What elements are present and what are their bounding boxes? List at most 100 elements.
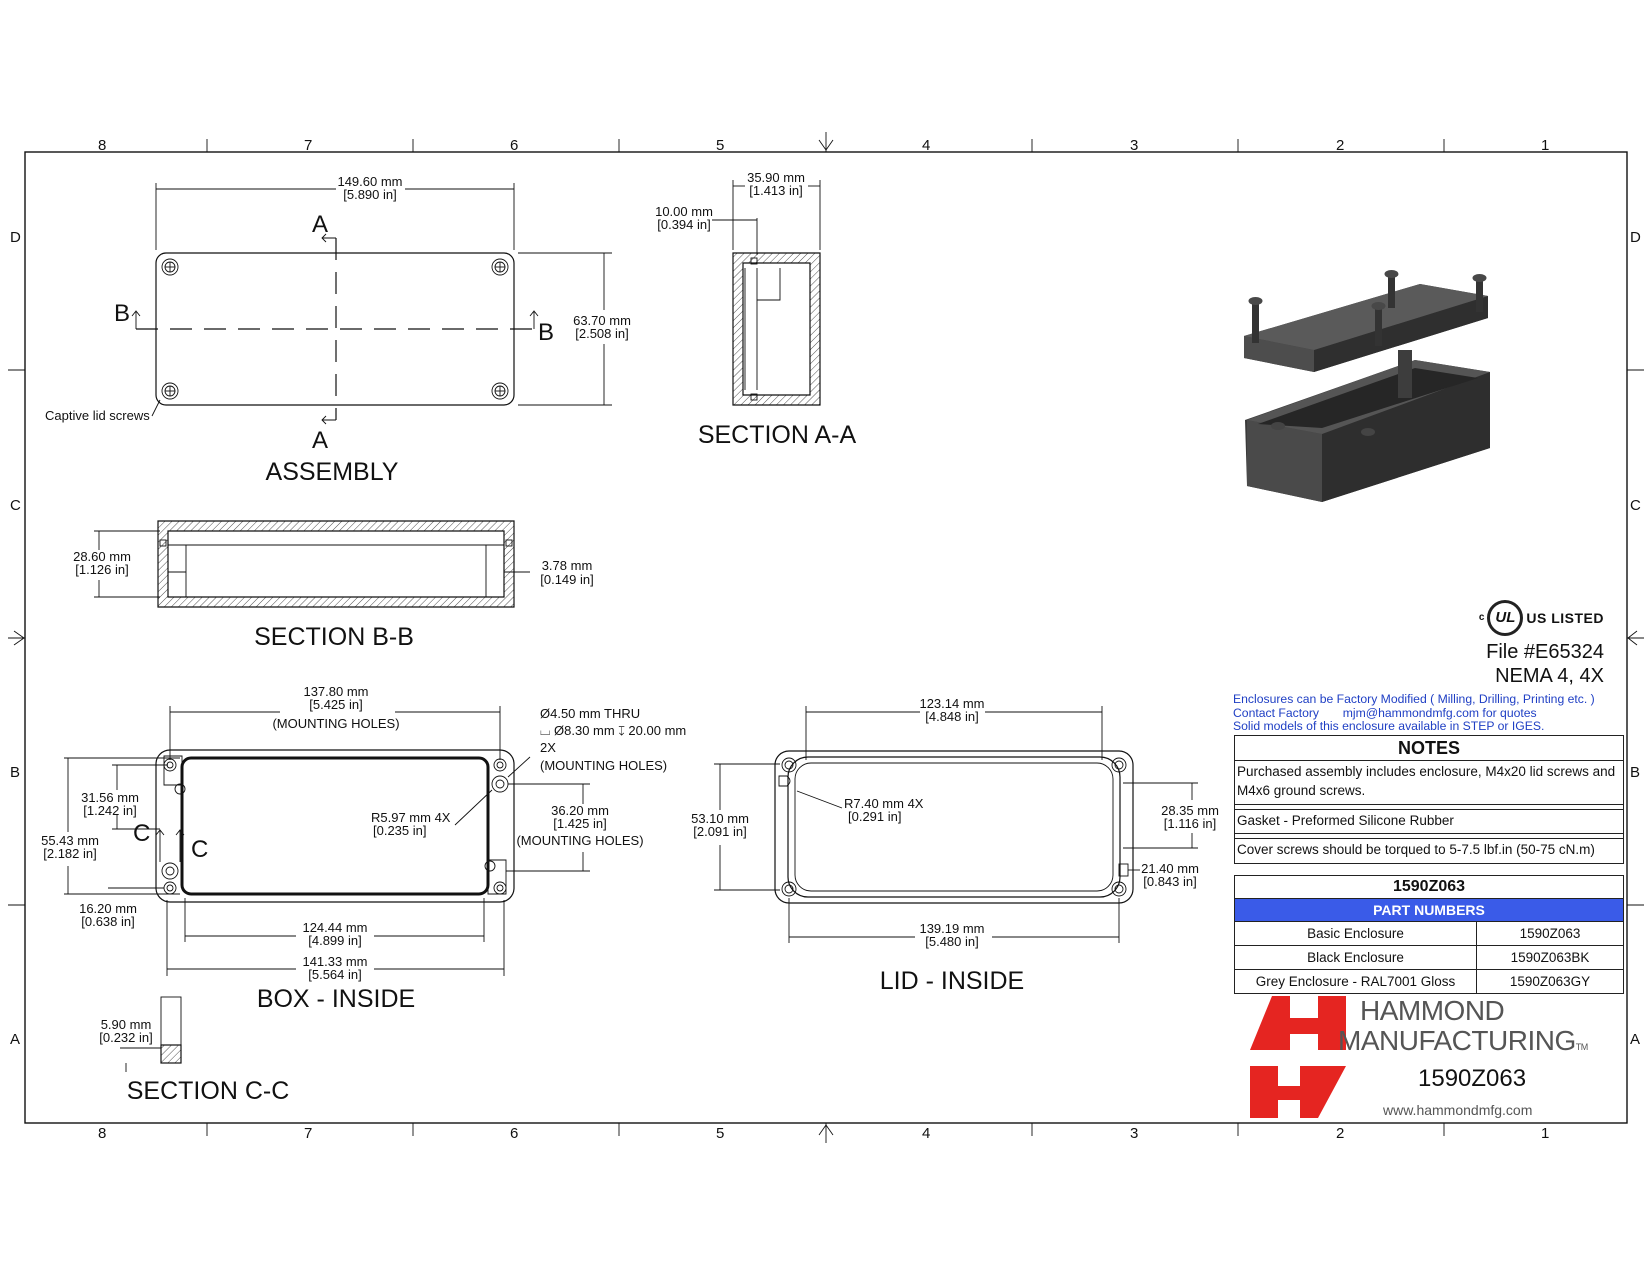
ul-certification: c UL US LISTED File #E65324 NEMA 4, 4X — [1479, 600, 1604, 688]
table-row: Black Enclosure 1590Z063BK — [1235, 945, 1623, 969]
company-line2: MANUFACTURINGTM — [1338, 1026, 1588, 1062]
parts-heading: 1590Z063 — [1235, 876, 1623, 899]
col-label: 3 — [1130, 137, 1138, 154]
dim-width-in: [5.890 in] — [343, 187, 397, 202]
ul-file-number: File #E65324 — [1486, 641, 1604, 663]
dim-width-mm: 149.60 mm — [337, 174, 402, 189]
section-aa-title: SECTION A-A — [698, 421, 857, 449]
info-line: Enclosures can be Factory Modified ( Mil… — [1233, 692, 1595, 706]
dim-mount-y-in: [1.425 in] — [553, 816, 607, 831]
dim-right2-in: [0.843 in] — [1143, 874, 1197, 889]
company-line1: HAMMOND — [1360, 995, 1505, 1026]
dim-lid-in: [0.394 in] — [657, 217, 711, 232]
lid-inside-title: LID - INSIDE — [880, 967, 1024, 995]
mounting-hole-icon — [161, 758, 509, 895]
col-label: 4 — [922, 1125, 930, 1142]
title-part-number: 1590Z063 — [1418, 1065, 1527, 1092]
company-name: HAMMOND MANUFACTURINGTM — [1338, 995, 1588, 1062]
section-bb-title: SECTION B-B — [254, 623, 414, 651]
row-label: C — [10, 497, 21, 514]
section-bb-view: 28.60 mm [1.126 in] 3.78 mm [0.149 in] S… — [73, 520, 594, 651]
dim-boss-mm: 31.56 mm — [81, 790, 139, 805]
dim-height-mm: 28.60 mm — [73, 549, 131, 564]
info-line: Solid models of this enclosure available… — [1233, 719, 1545, 734]
table-row: Basic Enclosure 1590Z063 — [1235, 921, 1623, 945]
dim-right-mm: 28.35 mm — [1161, 803, 1219, 818]
section-b-marker: B — [114, 300, 130, 327]
dim-lid-mm: 10.00 mm — [655, 204, 713, 219]
note-item: Gasket - Preformed Silicone Rubber — [1235, 810, 1623, 834]
col-label: 4 — [922, 137, 930, 154]
section-c-marker: C — [191, 836, 208, 863]
col-label: 5 — [716, 137, 724, 154]
dim-height-mm: 63.70 mm — [573, 313, 631, 328]
dim-wall-in: [0.149 in] — [540, 572, 594, 587]
dim-depth-in: [1.413 in] — [749, 183, 803, 198]
col-label: 1 — [1541, 1125, 1549, 1142]
dim-mount-x-note: (MOUNTING HOLES) — [272, 716, 399, 731]
contact-email-link[interactable]: mjm@hammondmfg.com for quotes — [1342, 705, 1537, 720]
row-label: A — [1630, 1031, 1640, 1048]
dim-offset-in: [0.638 in] — [81, 914, 135, 929]
section-a-marker: A — [312, 427, 328, 454]
grid-column-labels: 8 7 6 5 4 3 2 1 8 7 6 5 4 3 2 1 — [98, 137, 1549, 1142]
row-label: B — [1630, 764, 1640, 781]
hammond-logo-icon — [1250, 996, 1346, 1118]
hole-callout-line1: Ø4.50 mm THRU — [540, 706, 640, 721]
ul-logo-icon: UL — [1487, 600, 1524, 636]
table-row: Grey Enclosure - RAL7001 Gloss 1590Z063G… — [1235, 969, 1623, 993]
captive-screws-label: Captive lid screws — [45, 408, 150, 423]
col-label: 5 — [716, 1125, 724, 1142]
factory-info: Enclosures can be Factory Modified ( Mil… — [1233, 692, 1623, 734]
part-description: Grey Enclosure - RAL7001 Gloss — [1235, 970, 1477, 993]
dim-mount-y-mm: 36.20 mm — [551, 803, 609, 818]
note-item: Purchased assembly includes enclosure, M… — [1235, 761, 1623, 805]
dim-outer-w-in: [5.564 in] — [308, 967, 362, 982]
row-label: D — [10, 229, 21, 246]
grid-ticks — [8, 132, 1644, 1143]
box-inside-view: C C 137.80 mm [5.425 in] (MOUNTING HOLES… — [41, 684, 686, 1013]
part-number: 1590Z063 — [1519, 926, 1581, 941]
dim-radius-in: [0.291 in] — [848, 809, 902, 824]
col-label: 2 — [1336, 137, 1344, 154]
col-label: 6 — [510, 137, 518, 154]
hole-callout-line4: (MOUNTING HOLES) — [540, 758, 667, 773]
company-line2-text: MANUFACTURING — [1338, 1025, 1576, 1056]
dim-inner-h-mm: 55.43 mm — [41, 833, 99, 848]
part-number: 1590Z063BK — [1510, 950, 1590, 965]
dim-width-in: [0.232 in] — [99, 1030, 153, 1045]
dim-radius-mm: R5.97 mm 4X — [371, 810, 451, 825]
section-cc-title: SECTION C-C — [127, 1077, 290, 1105]
contact-label: Contact Factory — [1233, 705, 1320, 720]
col-label: 6 — [510, 1125, 518, 1142]
col-label: 3 — [1130, 1125, 1138, 1142]
dim-width-mm: 5.90 mm — [101, 1017, 152, 1032]
col-label: 1 — [1541, 137, 1549, 154]
dim-inner-w-in: [4.899 in] — [308, 933, 362, 948]
row-label: C — [1630, 497, 1641, 514]
hole-callout-line3: 2X — [540, 740, 556, 755]
dim-boss-in: [1.242 in] — [83, 803, 137, 818]
ul-listed-label: US LISTED — [1526, 610, 1604, 626]
note-separator — [1235, 834, 1623, 839]
dim-height-in: [2.508 in] — [575, 326, 629, 341]
section-b-marker: B — [538, 319, 554, 346]
ul-listed-mark: c UL US LISTED — [1479, 600, 1604, 636]
notes-table: NOTES Purchased assembly includes enclos… — [1234, 735, 1624, 864]
dim-mount-x-in: [5.425 in] — [309, 697, 363, 712]
parts-subheading: PART NUMBERS — [1235, 899, 1623, 921]
website-link[interactable]: www.hammondmfg.com — [1383, 1102, 1533, 1118]
box-inside-title: BOX - INSIDE — [257, 985, 415, 1013]
info-line: Contact Factory mjm@hammondmfg.com for q… — [1233, 705, 1623, 721]
ul-c-label: c — [1478, 612, 1485, 623]
assembly-title: ASSEMBLY — [266, 458, 399, 486]
dim-mount-y-note: (MOUNTING HOLES) — [516, 833, 643, 848]
dim-bottom-mm: 139.19 mm — [919, 921, 984, 936]
screw-hole-icon — [781, 757, 1127, 897]
dim-bottom-in: [5.480 in] — [925, 934, 979, 949]
dim-wall-mm: 3.78 mm — [542, 558, 593, 573]
col-label: 8 — [98, 1125, 106, 1142]
dim-depth-mm: 35.90 mm — [747, 170, 805, 185]
col-label: 7 — [304, 137, 312, 154]
